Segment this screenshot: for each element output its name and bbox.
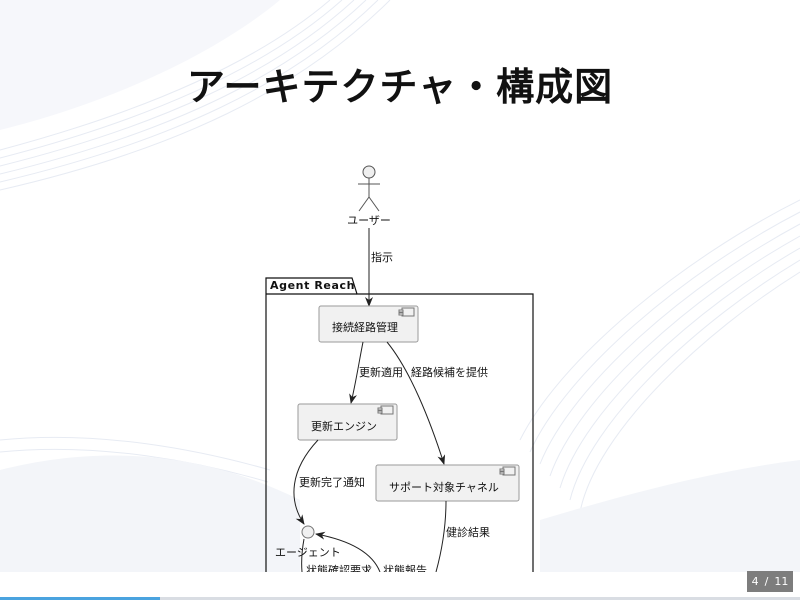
package-agent-reach <box>265 277 534 572</box>
edge-update-done <box>293 439 319 525</box>
page-current: 4 <box>751 575 759 588</box>
interface-agent-icon <box>301 525 315 539</box>
slide-progress-bar <box>0 597 800 600</box>
edge-status-report <box>315 531 381 572</box>
page-indicator: 4 / 11 <box>747 571 793 592</box>
user-actor-icon <box>358 165 380 212</box>
edge-label-update-done: 更新完了通知 <box>299 475 365 489</box>
edge-label-status-report: 状態報告 <box>383 563 427 572</box>
component-icon <box>377 405 394 415</box>
edge-status-request <box>301 538 305 572</box>
component-icon <box>499 466 516 476</box>
slide-progress-fill <box>0 597 160 600</box>
component-channel <box>375 464 520 502</box>
edge-label-diagnosis: 健診結果 <box>446 525 490 539</box>
edge-label-status-request: 状態確認要求 <box>306 563 372 572</box>
page-total: 11 <box>774 575 789 588</box>
package-label: Agent Reach <box>270 279 355 292</box>
actor-label: ユーザー <box>347 214 391 227</box>
architecture-diagram: ユーザー Agent Reach 指示 接続経路管理 更新適用 経路候補を提供 <box>265 165 534 572</box>
component-route <box>318 305 419 343</box>
edge-label-apply-update: 更新適用 <box>359 365 403 379</box>
edge-provide-routes <box>386 341 446 465</box>
component-label-channel: サポート対象チャネル <box>389 480 499 494</box>
edge-label-provide-routes: 経路候補を提供 <box>411 365 488 379</box>
interface-label: エージェント <box>275 546 341 559</box>
page-separator: / <box>764 575 769 588</box>
edge-label-instruct: 指示 <box>371 250 393 264</box>
component-icon <box>398 307 415 317</box>
slide-title: アーキテクチャ・構成図 <box>186 64 614 109</box>
edge-apply-update <box>349 341 364 404</box>
component-update <box>297 403 398 441</box>
component-label-update: 更新エンジン <box>311 419 377 433</box>
edge-diagnosis <box>435 500 447 572</box>
component-label-route: 接続経路管理 <box>332 320 398 334</box>
